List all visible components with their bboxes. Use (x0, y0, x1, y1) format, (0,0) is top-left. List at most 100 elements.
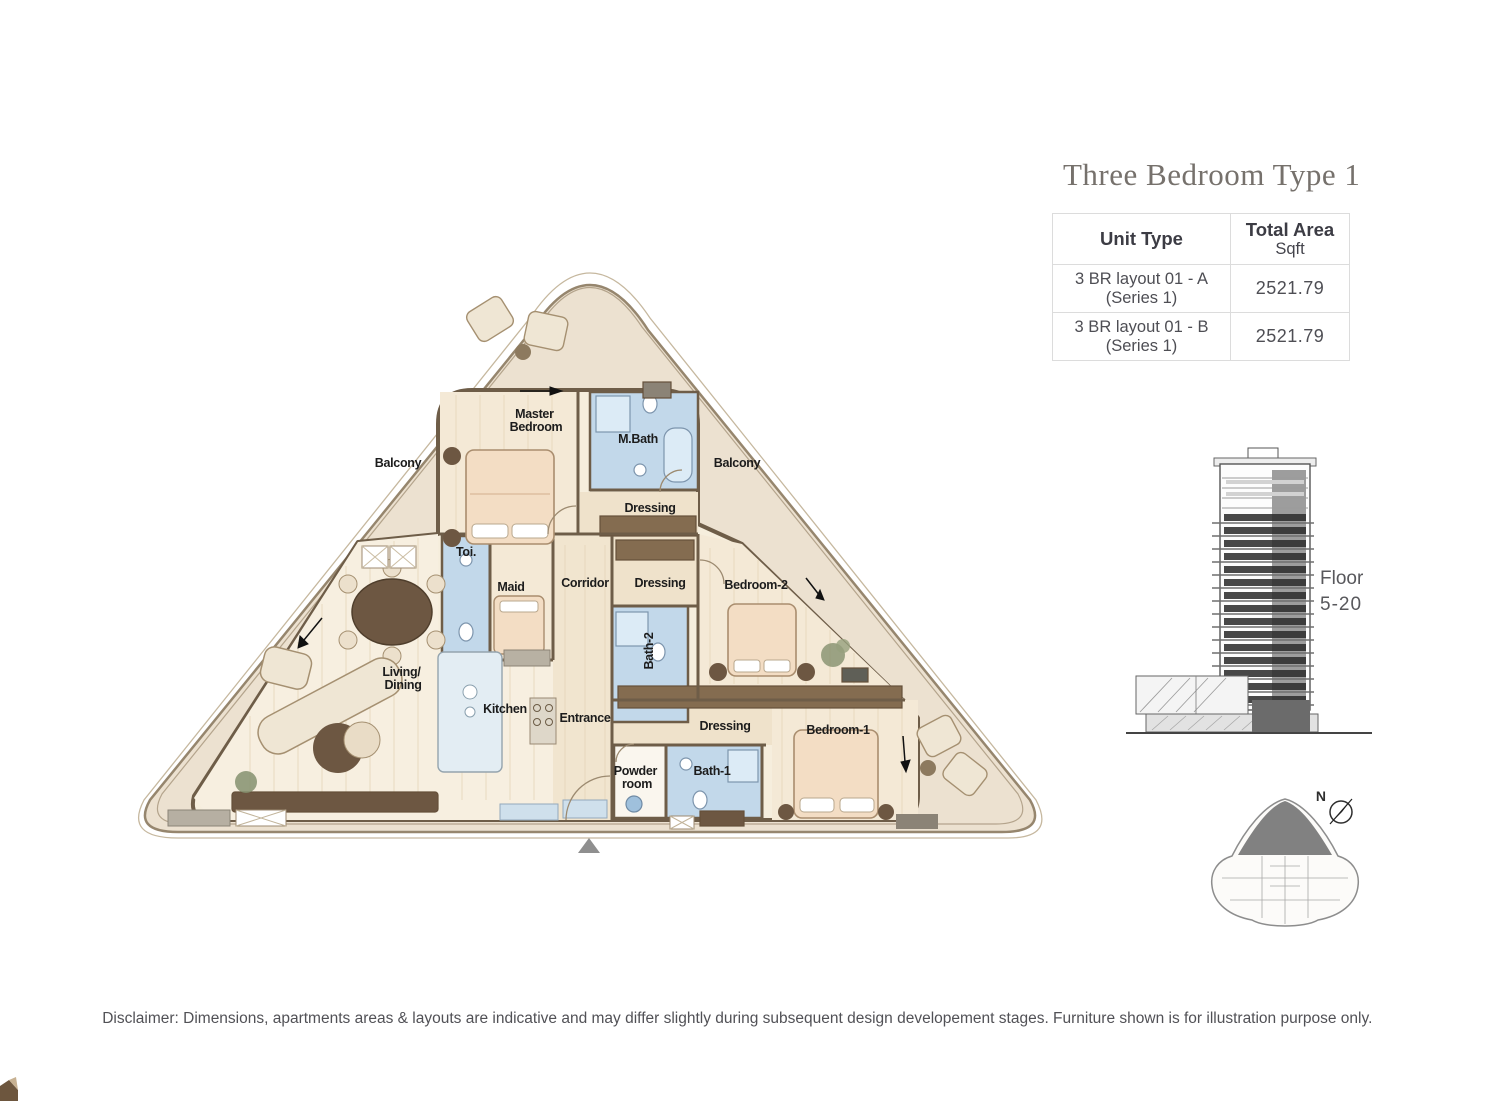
floor-range-value: 5-20 (1320, 594, 1363, 616)
master-bed (443, 447, 555, 547)
dining-chair (426, 630, 446, 650)
room-labels: Balcony Balcony Master Bedroom M.Bath Dr… (375, 407, 871, 791)
room-label-bath1: Bath-1 (693, 764, 730, 778)
lounge-chair (523, 310, 569, 352)
wardrobes (231, 381, 903, 827)
building-elevation (1126, 447, 1372, 734)
room-label-mbath: M.Bath (618, 432, 658, 446)
room-label-entrance: Entrance (559, 711, 610, 725)
plant (235, 771, 257, 793)
room-label-kitchen: Kitchen (483, 702, 527, 716)
floor-range-label: Floor (1320, 568, 1364, 589)
coffee-table (343, 721, 381, 759)
bathrooms (440, 390, 764, 820)
nightstand (443, 447, 461, 465)
room-label-bath2: Bath-2 (642, 632, 656, 669)
disclaimer-text: Disclaimer: Dimensions, apartments areas… (102, 1010, 1373, 1027)
table-header-total-area: Total Area Sqft (1231, 214, 1349, 264)
shower (615, 611, 649, 647)
compass-north-label: N (1316, 788, 1326, 804)
kitchen-sink (464, 706, 476, 718)
sink (679, 757, 693, 771)
unit-b-area-value: 2521.79 (1255, 326, 1325, 347)
toilet (458, 622, 474, 642)
room-label-balcony-left: Balcony (375, 456, 422, 470)
dining-chair (338, 574, 358, 594)
dining-chair (338, 630, 358, 650)
dining-chair (426, 574, 446, 594)
room-label-bedroom1: Bedroom-1 (806, 723, 870, 737)
sink (633, 463, 647, 477)
sofa-set (235, 646, 403, 793)
balcony-furniture (465, 295, 988, 797)
nightstand (709, 663, 727, 681)
floor-plan: Balcony Balcony Master Bedroom M.Bath Dr… (138, 272, 1043, 853)
lounge-chair (916, 714, 962, 758)
room-label-master-bedroom: Master Bedroom (510, 407, 563, 434)
table-row-unit-b-area: 2521.79 (1231, 313, 1349, 360)
north-compass-icon: N (1316, 788, 1353, 825)
unit-a-series: (Series 1) (1105, 288, 1178, 307)
brand-logo-corner (0, 1077, 18, 1101)
nightstand (778, 804, 794, 820)
room-label-living-dining: Living/ Dining (382, 665, 423, 692)
table-row-unit-a: 3 BR layout 01 - A (Series 1) (1053, 265, 1230, 312)
balcony-outer-line (138, 272, 1043, 839)
bathtub (663, 427, 693, 483)
tower-highlight-floors (1224, 514, 1306, 703)
side-table (920, 760, 936, 776)
bedroom2-bed (709, 603, 815, 681)
toilet (692, 790, 708, 810)
table-row-unit-b: 3 BR layout 01 - B (Series 1) (1053, 313, 1230, 360)
nightstand (443, 529, 461, 547)
unit-area-table: Unit Type Total Area Sqft 3 BR layout 01… (1052, 213, 1350, 361)
room-label-toi: Toi. (456, 545, 476, 559)
tower-core (1272, 470, 1306, 708)
floor-range-info: Floor 5-20 (1320, 566, 1363, 618)
sink (459, 553, 473, 567)
direction-arrow-icon (297, 386, 911, 774)
unit-type-header-label: Unit Type (1100, 228, 1183, 250)
armchair (259, 646, 313, 690)
page-title: Three Bedroom Type 1 (1063, 157, 1361, 192)
kitchen-sink (462, 684, 478, 700)
room-label-corridor: Corridor (561, 576, 609, 590)
window-benches (499, 799, 608, 821)
key-plan-unit-highlight (1238, 801, 1332, 855)
kitchen-cabinet (503, 649, 551, 667)
table-row-unit-a-area: 2521.79 (1231, 265, 1349, 312)
tower-top-floors (1226, 480, 1304, 496)
nightstand (878, 804, 894, 820)
unit-b-series: (Series 1) (1105, 336, 1178, 355)
room-label-powder-room: Powder room (614, 764, 661, 791)
side-table (515, 344, 531, 360)
toilet (650, 642, 666, 662)
lounge-chair (942, 751, 988, 797)
room-label-dressing-low: Dressing (699, 719, 750, 733)
shower (595, 395, 631, 433)
unit-a-area-value: 2521.79 (1255, 278, 1325, 299)
room-label-dressing-top: Dressing (624, 501, 675, 515)
closets (167, 545, 938, 830)
balcony-inner-line (156, 287, 1024, 825)
podium-dark-block (1252, 700, 1310, 732)
unit-a-name: 3 BR layout 01 - A (1075, 269, 1208, 288)
entry-marker-icon (578, 838, 600, 853)
kitchen-fittings (437, 649, 557, 773)
room-label-dressing-mid: Dressing (634, 576, 685, 590)
shower (727, 749, 759, 783)
key-plan: N (1210, 788, 1360, 927)
tower-floor-slabs (1212, 522, 1314, 706)
room-label-maid: Maid (497, 580, 524, 594)
unit-b-name: 3 BR layout 01 - B (1074, 317, 1209, 336)
sink (625, 795, 643, 813)
room-label-balcony-right: Balcony (714, 456, 761, 470)
total-area-header-label: Total Area (1245, 218, 1335, 240)
dining-set (338, 558, 446, 666)
dining-table (351, 578, 433, 646)
lounge-chair (465, 295, 515, 343)
bedroom1-bed (778, 729, 894, 820)
room-label-bedroom2: Bedroom-2 (724, 578, 788, 592)
